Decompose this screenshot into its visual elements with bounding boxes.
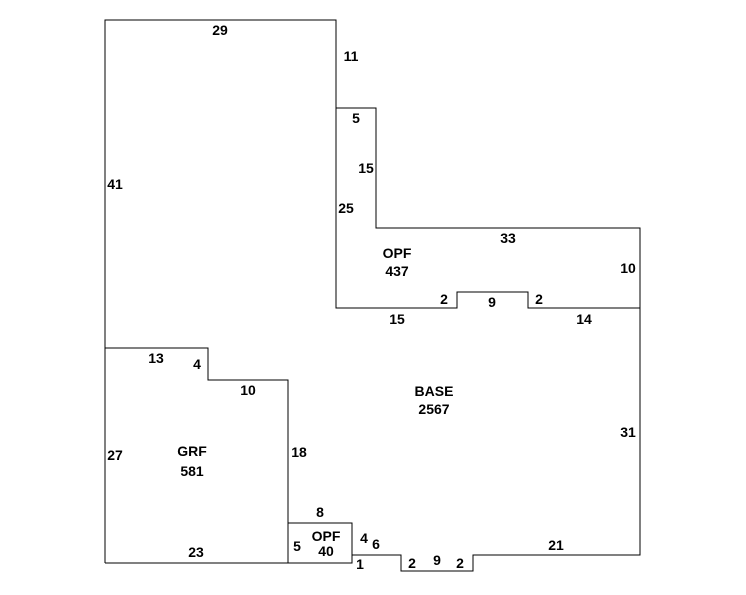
dimension-label: 18 bbox=[291, 444, 307, 460]
dimension-label: 8 bbox=[316, 504, 324, 520]
grf-divider bbox=[105, 347, 289, 563]
dimension-label: 2 bbox=[535, 291, 543, 307]
opf-small-divider bbox=[288, 522, 353, 555]
dimension-label: 11 bbox=[344, 48, 359, 64]
dimension-label: 31 bbox=[620, 424, 636, 440]
dimension-label: 15 bbox=[389, 311, 405, 327]
area-label-value: 581 bbox=[180, 463, 204, 479]
area-label-value: 2567 bbox=[418, 401, 449, 417]
dimension-label: 5 bbox=[352, 110, 360, 126]
area-label-code: GRF bbox=[177, 443, 207, 459]
outline-upper bbox=[104, 19, 641, 572]
dimension-label: 41 bbox=[107, 176, 123, 192]
area-label-code: OPF bbox=[383, 245, 412, 261]
dimension-label: 27 bbox=[107, 447, 123, 463]
dimension-label: 2 bbox=[408, 555, 416, 571]
dimension-label: 1 bbox=[356, 556, 364, 572]
dimension-label: 4 bbox=[360, 530, 368, 546]
dimension-label: 9 bbox=[488, 294, 496, 310]
opf-divider bbox=[335, 108, 640, 309]
dimension-label: 2 bbox=[456, 555, 464, 571]
area-label-value: 40 bbox=[318, 543, 334, 559]
dimension-label: 23 bbox=[188, 544, 204, 560]
dimension-label: 13 bbox=[148, 350, 164, 366]
dimension-label: 29 bbox=[212, 22, 228, 38]
dimension-label: 33 bbox=[500, 230, 516, 246]
area-label-code: OPF bbox=[312, 528, 341, 544]
dimension-label: 4 bbox=[193, 356, 201, 372]
area-label-value: 437 bbox=[385, 263, 409, 279]
dimension-label: 5 bbox=[293, 538, 301, 554]
dimension-label: 10 bbox=[240, 382, 256, 398]
dimension-label: 21 bbox=[548, 537, 564, 553]
dimension-label: 2 bbox=[440, 291, 448, 307]
dimension-label: 25 bbox=[338, 200, 354, 216]
dimension-label: 6 bbox=[372, 536, 380, 552]
dimension-label: 14 bbox=[576, 311, 592, 327]
area-label-code: BASE bbox=[415, 383, 454, 399]
dimension-label: 10 bbox=[620, 260, 636, 276]
dimension-label: 9 bbox=[433, 552, 441, 568]
dimension-label: 15 bbox=[358, 160, 374, 176]
